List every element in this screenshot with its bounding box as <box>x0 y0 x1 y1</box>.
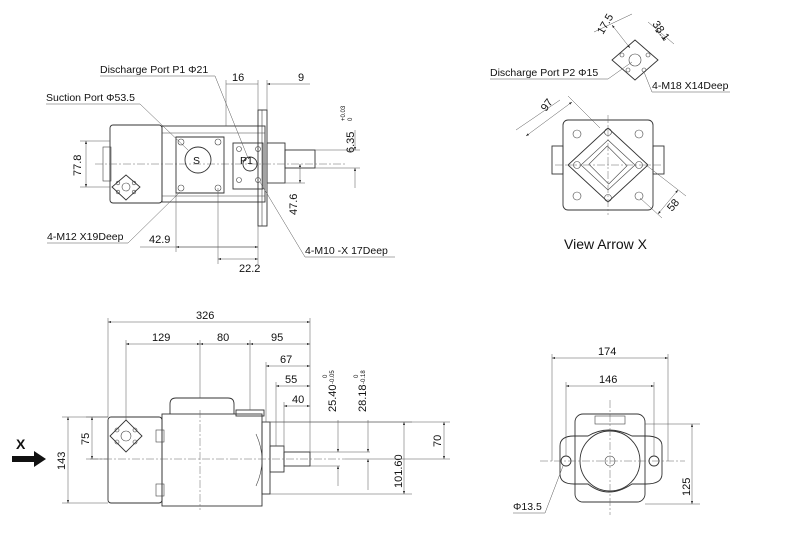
dim-16: 16 <box>232 72 244 84</box>
dim-75: 75 <box>80 433 92 445</box>
dim-326: 326 <box>196 310 214 322</box>
view-arrow-label: X <box>16 436 26 452</box>
dim-125: 125 <box>681 478 693 496</box>
discharge-port-p1-label: Discharge Port P1 Φ21 <box>100 64 208 76</box>
discharge-mark: P1 <box>240 155 253 167</box>
dim-28-18: 28.18 <box>357 384 369 412</box>
tol-28-18-lower: -0.18 <box>361 370 367 384</box>
dim-22-2: 22.2 <box>239 263 260 275</box>
dim-174: 174 <box>598 346 616 358</box>
dim-80: 80 <box>217 332 229 344</box>
arrow-view-title: View Arrow X <box>564 236 648 252</box>
hole-label: Φ13.5 <box>513 501 542 513</box>
tol-28-18-upper: 0 <box>354 374 360 378</box>
tol-25-40-lower: -0.05 <box>330 370 336 384</box>
tol-25-40-upper: 0 <box>323 374 329 378</box>
discharge-port-p2-label: Discharge Port P2 Φ15 <box>490 67 598 79</box>
dim-129: 129 <box>152 332 170 344</box>
tol-6-35-lower: 0 <box>348 117 354 121</box>
dim-67: 67 <box>280 354 292 366</box>
dim-77-8: 77.8 <box>72 155 84 176</box>
dim-58: 58 <box>665 197 682 214</box>
dim-47-6: 47.6 <box>288 194 300 215</box>
suction-mark: S <box>193 155 200 167</box>
arrow-view: 17.5 38.1 Discharge Port P2 Φ15 4-M18 X1… <box>490 12 730 252</box>
dim-70: 70 <box>432 435 444 447</box>
thread-left-label: 4-M12 X19Deep <box>47 231 124 243</box>
view-arrow-icon <box>12 451 46 467</box>
dim-101-60: 101.60 <box>393 454 405 488</box>
top-view: S P1 16 9 Discharge Port P1 Φ21 Suction … <box>46 64 395 275</box>
dim-97: 97 <box>539 97 556 114</box>
end-view: 174 146 125 Φ13.5 <box>513 346 700 515</box>
tol-6-35-upper: +0.03 <box>341 105 347 121</box>
arrow-view-thread-label: 4-M18 X14Deep <box>652 80 729 92</box>
thread-right-label: 4-M10 -X 17Deep <box>305 245 388 257</box>
dim-17-5: 17.5 <box>595 12 616 37</box>
dim-146: 146 <box>599 374 617 386</box>
dim-25-40: 25.40 <box>327 384 339 412</box>
dim-143: 143 <box>56 452 68 470</box>
suction-port-label: Suction Port Φ53.5 <box>46 92 135 104</box>
front-view: 326 129 80 95 67 55 40 25.40 0 -0.05 28.… <box>12 310 450 510</box>
dim-40: 40 <box>292 394 304 406</box>
dim-6-35: 6.35 <box>345 132 357 153</box>
dim-42-9: 42.9 <box>149 234 170 246</box>
dim-55: 55 <box>285 374 297 386</box>
dim-9: 9 <box>298 72 304 84</box>
dim-38-1: 38.1 <box>650 19 672 43</box>
dim-95: 95 <box>271 332 283 344</box>
